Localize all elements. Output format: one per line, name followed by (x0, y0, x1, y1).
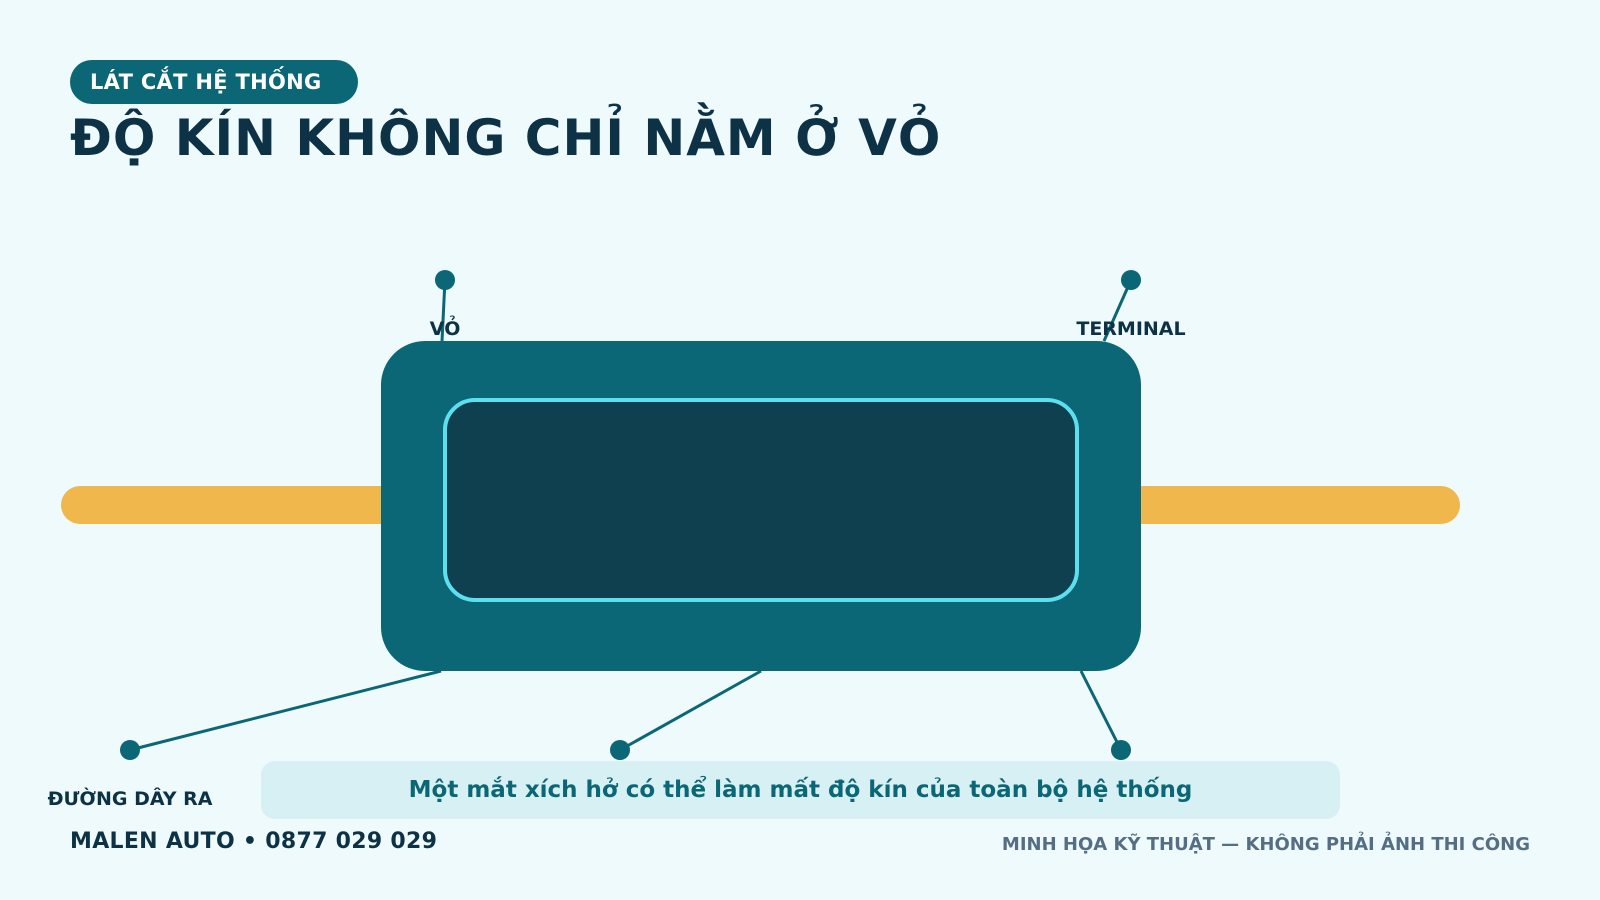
shell-marker-dot (435, 270, 455, 290)
left-wire (61, 486, 399, 524)
footer-disclaimer: MINH HỌA KỸ THUẬT — KHÔNG PHẢI ẢNH THI C… (1001, 834, 1530, 855)
summary-note: Một mắt xích hở có thể làm mất độ kín củ… (261, 761, 1340, 819)
center-marker-dot (610, 740, 630, 760)
wire-out-marker-dot (120, 740, 140, 760)
shell-leader-line (440, 279, 447, 342)
wire-out-leader-line (129, 669, 442, 752)
shell-label: VỎ (430, 315, 461, 340)
center-leader-line (619, 669, 762, 752)
terminal-leader-line (1102, 279, 1133, 342)
wire-out-label: ĐƯỜNG DÂY RA (48, 786, 213, 810)
page-title: ĐỘ KÍN KHÔNG CHỈ NẰM Ở VỎ (70, 109, 942, 167)
inner-seal-chamber (443, 398, 1079, 602)
right-wire (1122, 486, 1460, 524)
right-bottom-leader-line (1079, 670, 1123, 751)
terminal-label: TERMINAL (1076, 318, 1185, 340)
terminal-marker-dot (1121, 270, 1141, 290)
right-bottom-marker-dot (1111, 740, 1131, 760)
section-badge: LÁT CẮT HỆ THỐNG (70, 60, 358, 104)
footer-brand: MALEN AUTO • 0877 029 029 (70, 829, 438, 854)
